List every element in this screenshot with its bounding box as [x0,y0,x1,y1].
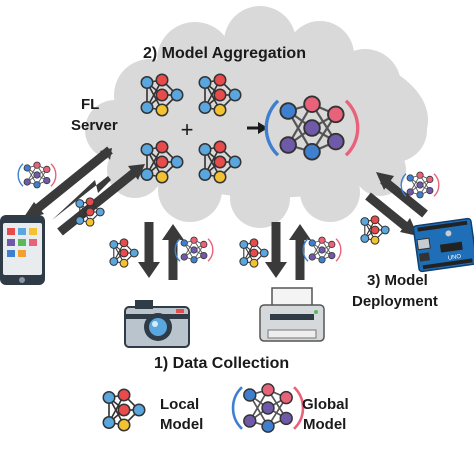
global-model-network-icon [17,161,57,189]
fl-server-label-line2: Server [71,117,118,134]
deployment-label-line1: 3) Model [367,272,428,289]
smartphone-exchange-arrows-icon [22,146,145,236]
cloud-icon [85,6,428,228]
legend-global-label-line1: Global [302,396,349,413]
local-model-network-icon [239,238,269,268]
aggregation-label: 2) Model Aggregation [143,45,306,62]
printer-icon [259,287,325,342]
legend-local-label-line2: Model [160,416,204,433]
arduino-board-icon: UNO [412,217,474,273]
legend-local-label-line1: Local [160,396,200,413]
legend-global-label-line2: Model [303,416,347,433]
data-collection-label: 1) Data Collection [154,355,290,372]
fl-server-label-line1: FL [81,96,100,113]
legend-global-model-icon [231,382,305,434]
global-model-network-icon [302,236,342,264]
camera-icon [124,300,190,348]
svg-text:UNO: UNO [448,254,462,262]
legend-local-model-icon [102,388,146,432]
local-model-network-icon [109,238,139,268]
printer-exchange-arrows-icon [265,222,311,280]
deployment-label-line2: Deployment [352,293,438,310]
camera-exchange-arrows-icon [138,222,184,280]
aggregation-arrow-icon [247,122,268,134]
global-model-network-icon [174,236,214,264]
plus-symbol: + [181,117,194,142]
smartphone-icon [0,215,45,285]
local-model-network-icon [360,215,390,245]
